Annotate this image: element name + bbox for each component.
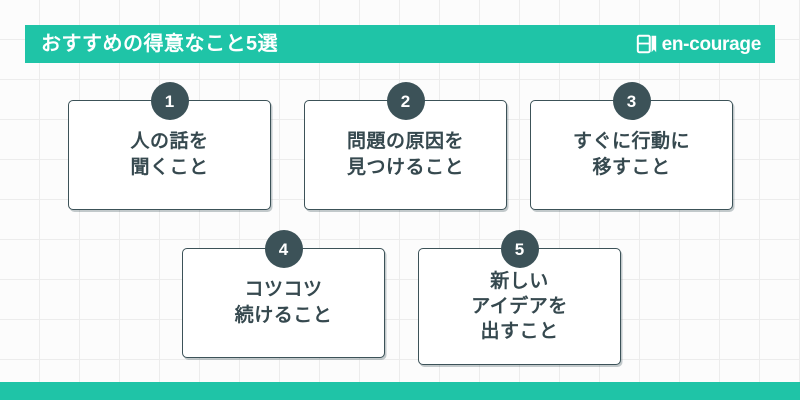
list-item-label: すぐに行動に 移すこと bbox=[572, 130, 690, 178]
status-badge: 2 bbox=[386, 82, 425, 120]
footer-accent-bar bbox=[0, 382, 800, 400]
status-badge: 3 bbox=[612, 82, 651, 120]
list-item[interactable]: 5 新しい アイデアを 出すこと bbox=[418, 230, 621, 365]
status-badge: 1 bbox=[150, 82, 189, 120]
list-item[interactable]: 2 問題の原因を 見つけること bbox=[304, 82, 507, 210]
status-badge: 4 bbox=[264, 230, 303, 268]
list-item[interactable]: 4 コツコツ 続けること bbox=[182, 230, 385, 358]
brand-logo: en-courage bbox=[636, 33, 761, 55]
list-item-label: 人の話を 聞くこと bbox=[130, 130, 209, 178]
page-title: おすすめの得意なこと5選 bbox=[41, 33, 279, 55]
list-item[interactable]: 1 人の話を 聞くこと bbox=[68, 82, 271, 210]
book-bookmark-icon bbox=[636, 33, 658, 55]
list-item-label: コツコツ 続けること bbox=[234, 278, 333, 326]
status-badge: 5 bbox=[500, 230, 539, 268]
brand-name: en-courage bbox=[661, 33, 762, 55]
list-item-label: 問題の原因を 見つけること bbox=[346, 130, 464, 178]
header-bar: おすすめの得意なこと5選 en-courage bbox=[25, 25, 775, 63]
list-item[interactable]: 3 すぐに行動に 移すこと bbox=[530, 82, 733, 210]
list-item-label: 新しい アイデアを 出すこと bbox=[471, 270, 568, 343]
